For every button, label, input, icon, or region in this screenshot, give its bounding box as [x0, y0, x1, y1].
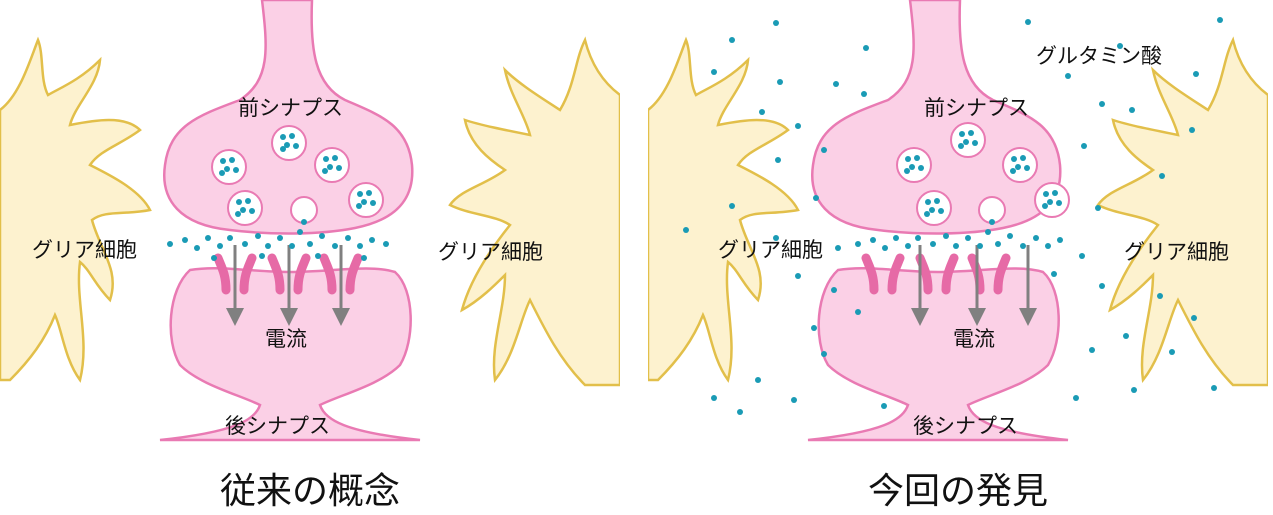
- label-current: 電流: [953, 327, 995, 351]
- presynapse: [811, 0, 1062, 235]
- label-postsynapse: 後シナプス: [913, 414, 1018, 438]
- diagram-conventional: [0, 0, 620, 442]
- label-postsynapse: 後シナプス: [225, 414, 330, 438]
- panel-discovery: グルタミン酸 前シナプス グリア細胞 グリア細胞 電流 後シナプス 今回の発見: [648, 0, 1268, 515]
- label-current: 電流: [265, 327, 307, 351]
- glia-cell-left: [0, 36, 152, 383]
- receptors: [861, 253, 1011, 295]
- glutamate-dots: [683, 17, 1223, 415]
- label-presynapse: 前シナプス: [238, 96, 343, 120]
- postsynapse: [159, 266, 421, 442]
- glia-cell-left: [648, 36, 800, 383]
- glia-cell-right: [1096, 36, 1268, 387]
- label-glutamate: グルタミン酸: [1036, 44, 1162, 68]
- glia-cell-right: [448, 36, 620, 387]
- diagram-discovery: [648, 0, 1268, 442]
- label-glia-right: グリア細胞: [1124, 240, 1229, 264]
- panel-conventional: 前シナプス グリア細胞 グリア細胞 電流 後シナプス 従来の概念: [0, 0, 620, 515]
- label-glia-right: グリア細胞: [438, 240, 543, 264]
- glutamate-dots: [167, 133, 389, 261]
- current-arrows: [911, 245, 1037, 326]
- current-arrows: [226, 245, 350, 326]
- receptors: [213, 253, 363, 295]
- postsynapse: [807, 266, 1069, 442]
- label-glia-left: グリア細胞: [718, 238, 823, 262]
- label-presynapse: 前シナプス: [924, 96, 1029, 120]
- caption-discovery: 今回の発見: [867, 471, 1048, 512]
- label-glia-left: グリア細胞: [32, 238, 137, 262]
- caption-conventional: 従来の概念: [219, 471, 400, 512]
